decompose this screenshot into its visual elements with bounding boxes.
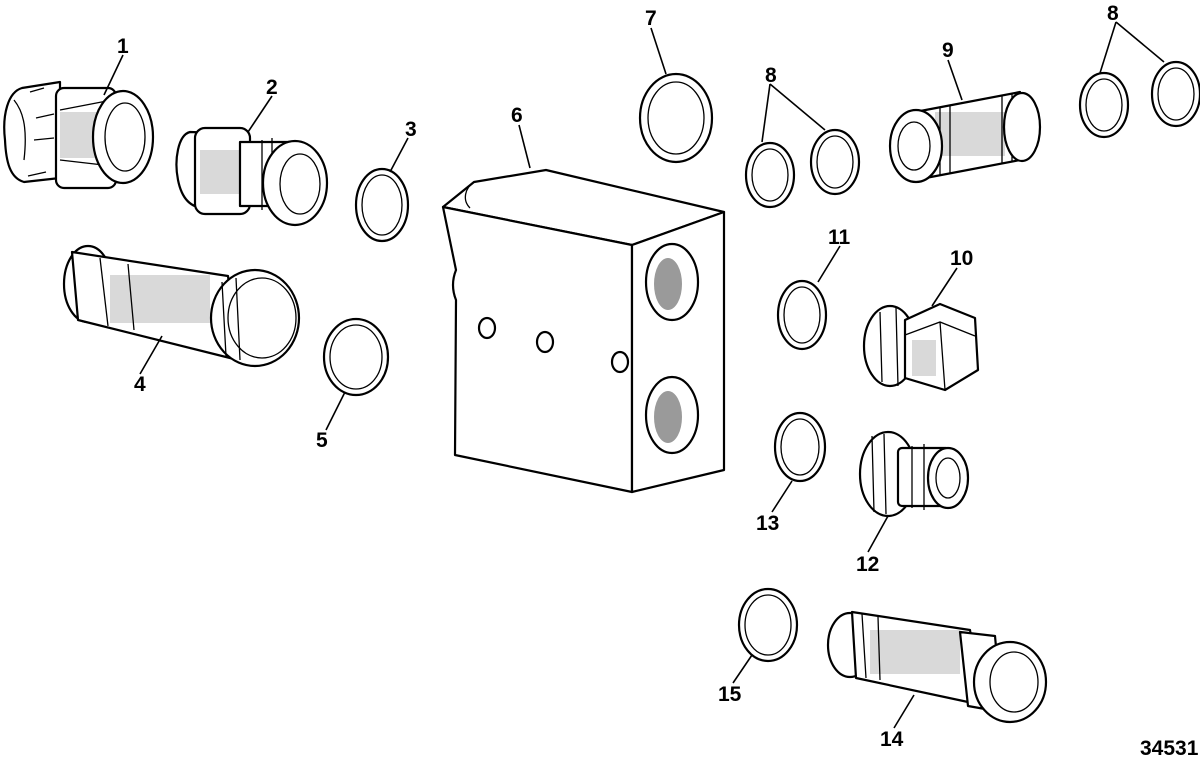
- callout-15: 15: [718, 683, 742, 706]
- callout-12: 12: [856, 553, 879, 576]
- callout-7: 7: [645, 7, 657, 30]
- callout-4: 4: [134, 373, 146, 396]
- callout-8-center: 8: [765, 64, 777, 87]
- part-11-o-ring: [776, 279, 828, 351]
- part-15-o-ring: [737, 587, 799, 663]
- part-9-tube-sleeve: [888, 90, 1042, 184]
- callout-3: 3: [405, 118, 417, 141]
- part-8-o-rings-pair-a: [744, 128, 861, 209]
- callout-1: 1: [117, 35, 129, 58]
- leader-lines: [103, 21, 1165, 729]
- drawing-reference-number: 34531: [1140, 737, 1199, 760]
- callout-14: 14: [880, 728, 904, 751]
- callout-9: 9: [942, 39, 954, 62]
- part-6-manifold-block: [441, 168, 726, 494]
- part-13-o-ring: [773, 411, 827, 483]
- part-8-o-rings-pair-b: [1078, 60, 1200, 139]
- callout-13: 13: [756, 512, 779, 535]
- callout-5: 5: [316, 429, 328, 452]
- part-3-o-ring: [354, 167, 410, 243]
- part-12-union-fitting: [858, 430, 970, 518]
- part-7-o-ring: [638, 72, 714, 164]
- part-4-long-nipple: [62, 244, 301, 368]
- callout-8-right: 8: [1107, 2, 1119, 25]
- part-14-long-nipple: [826, 610, 1048, 724]
- callout-11: 11: [828, 226, 851, 249]
- part-2-adapter: [175, 126, 329, 227]
- callout-2: 2: [266, 76, 278, 99]
- callout-10: 10: [950, 247, 973, 270]
- part-5-o-ring: [322, 317, 390, 397]
- part-10-hex-plug: [862, 302, 980, 392]
- callout-6: 6: [511, 104, 523, 127]
- part-1-hose-fitting: [3, 80, 155, 190]
